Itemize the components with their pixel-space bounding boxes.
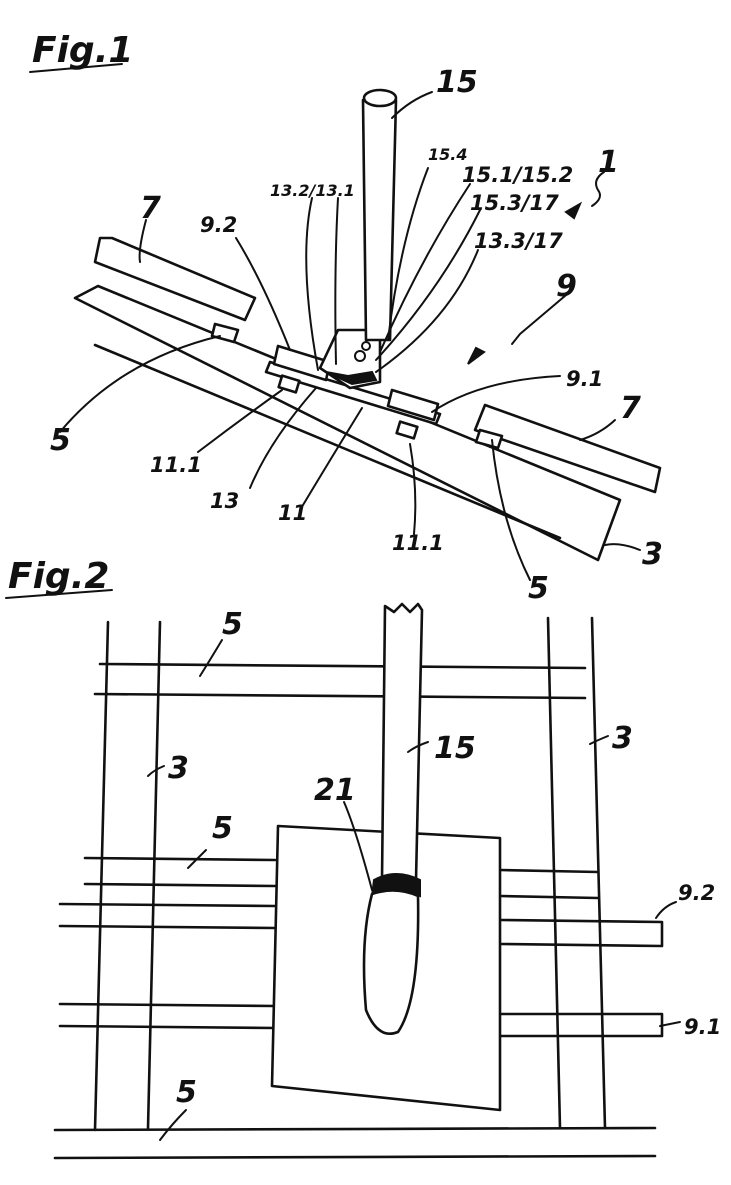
label-tile-right: 7	[620, 391, 641, 426]
mounting-rail-lower	[386, 388, 440, 422]
fig2-title: Fig.2	[8, 556, 109, 597]
clip-left	[277, 374, 301, 394]
leader-rail-upper	[235, 237, 291, 351]
leader-batten-top	[199, 639, 223, 677]
leader-plate-2	[305, 197, 319, 371]
arrow-assembly-icon	[564, 201, 583, 220]
label-clamp-2: 15.3/17	[470, 191, 559, 215]
leader-plate-21	[343, 801, 373, 891]
batten-top-edge-a	[98, 662, 587, 670]
clamp-bolt-icon	[361, 341, 371, 351]
pole-foot	[362, 889, 420, 1035]
batten-bottom-a	[53, 1126, 657, 1132]
rafter-left-edge-b	[146, 620, 162, 1130]
rafter-right-edge-a	[546, 616, 562, 1130]
leader-batten-right	[491, 439, 531, 581]
leader-batten-bottom	[159, 1109, 187, 1141]
rafter-left-edge-a	[93, 620, 110, 1132]
label-tile-left: 7	[140, 191, 161, 226]
rafter-beam	[73, 284, 622, 562]
label-batten-top: 5	[222, 607, 243, 642]
label-rail-upper: 9.2	[200, 213, 237, 237]
batten-mid-left-b	[83, 882, 277, 888]
leader-batten-left	[59, 335, 221, 433]
batten-right	[474, 428, 504, 450]
leader-batten-mid	[187, 849, 207, 869]
leader-clamp-2	[375, 209, 481, 361]
leader-pole	[407, 741, 429, 753]
batten-mid-left-a	[83, 856, 277, 862]
label-base: 11	[278, 501, 307, 525]
rail-lower-left-a	[58, 1002, 277, 1008]
leader-clamp	[379, 183, 471, 353]
label-plate-top: 13.2/13.1	[270, 181, 355, 200]
batten-mid-right-b	[498, 894, 600, 900]
mounting-rail-upper	[272, 344, 332, 382]
leader-rail-lower	[431, 375, 561, 413]
batten-bottom-b	[53, 1154, 657, 1160]
label-rafter-right: 3	[612, 721, 633, 756]
label-clip-left: 11.1	[150, 453, 202, 477]
fig1-title-underline	[29, 63, 123, 73]
roof-tile-right	[473, 403, 662, 494]
label-pole-2: 15	[434, 731, 476, 766]
batten-left	[210, 322, 240, 344]
label-batten-right: 5	[528, 571, 549, 606]
label-mount: 9	[556, 269, 577, 304]
leader-clip-left	[197, 389, 283, 453]
leader-mount	[511, 289, 573, 345]
rail-upper-left-b	[58, 924, 277, 930]
leader-rafter-left	[147, 765, 165, 777]
leader-plate	[249, 387, 317, 489]
label-plate: 13	[210, 489, 239, 513]
figure-2: Fig.2	[5, 556, 721, 1160]
label-clamp: 15.1/15.2	[462, 163, 573, 187]
roof-tile-left	[93, 236, 257, 322]
leader-rafter	[604, 543, 641, 551]
label-rafter-left: 3	[168, 751, 189, 786]
rail-lower-right	[498, 1012, 664, 1038]
clip-right	[395, 420, 419, 440]
leader-plate-3	[375, 249, 479, 373]
leader-tile-right	[579, 419, 616, 441]
leader-base	[299, 407, 363, 511]
label-rail-lower: 9.1	[566, 367, 603, 391]
label-assembly: 1	[598, 145, 619, 180]
leader-tile-left	[138, 219, 147, 263]
label-batten-left: 5	[50, 423, 71, 458]
label-plate-3: 13.3/17	[474, 229, 563, 253]
rail-lower-left-b	[58, 1024, 277, 1030]
clamp-bolt-icon	[354, 350, 366, 362]
leader-rafter-right	[589, 735, 609, 745]
rafter-beam-lower-edge	[93, 343, 562, 540]
pole	[361, 98, 398, 342]
rail-upper-left-a	[58, 902, 277, 908]
label-pole-part: 15.4	[428, 145, 467, 164]
batten-mid-right-a	[498, 868, 600, 874]
clamp-plate-shadow	[325, 370, 378, 386]
label-batten-mid: 5	[212, 811, 233, 846]
label-clip-right: 11.1	[392, 531, 444, 555]
leader-rail-upper	[655, 901, 677, 919]
leader-assembly	[591, 171, 605, 207]
figure-1: Fig.1	[29, 30, 663, 606]
leader-pole	[391, 91, 433, 119]
arrow-mount-icon	[467, 346, 486, 365]
label-pole: 15	[436, 65, 478, 100]
batten-top-edge-b	[93, 692, 587, 700]
label-rafter: 3	[642, 537, 663, 572]
label-plate-21: 21	[314, 773, 356, 808]
label-batten-bottom: 5	[176, 1075, 197, 1110]
rail-upper-right	[498, 918, 664, 948]
leader-pole-part	[387, 167, 429, 341]
leader-clip-right	[409, 443, 417, 535]
leader-rail-lower	[659, 1021, 681, 1027]
pole-top	[362, 88, 398, 108]
leader-plate-1	[334, 197, 339, 365]
label-rail-lower-2: 9.1	[684, 1015, 721, 1039]
pole-top-view	[380, 602, 424, 882]
label-rail-upper-2: 9.2	[678, 881, 715, 905]
fig2-title-underline	[5, 589, 113, 599]
